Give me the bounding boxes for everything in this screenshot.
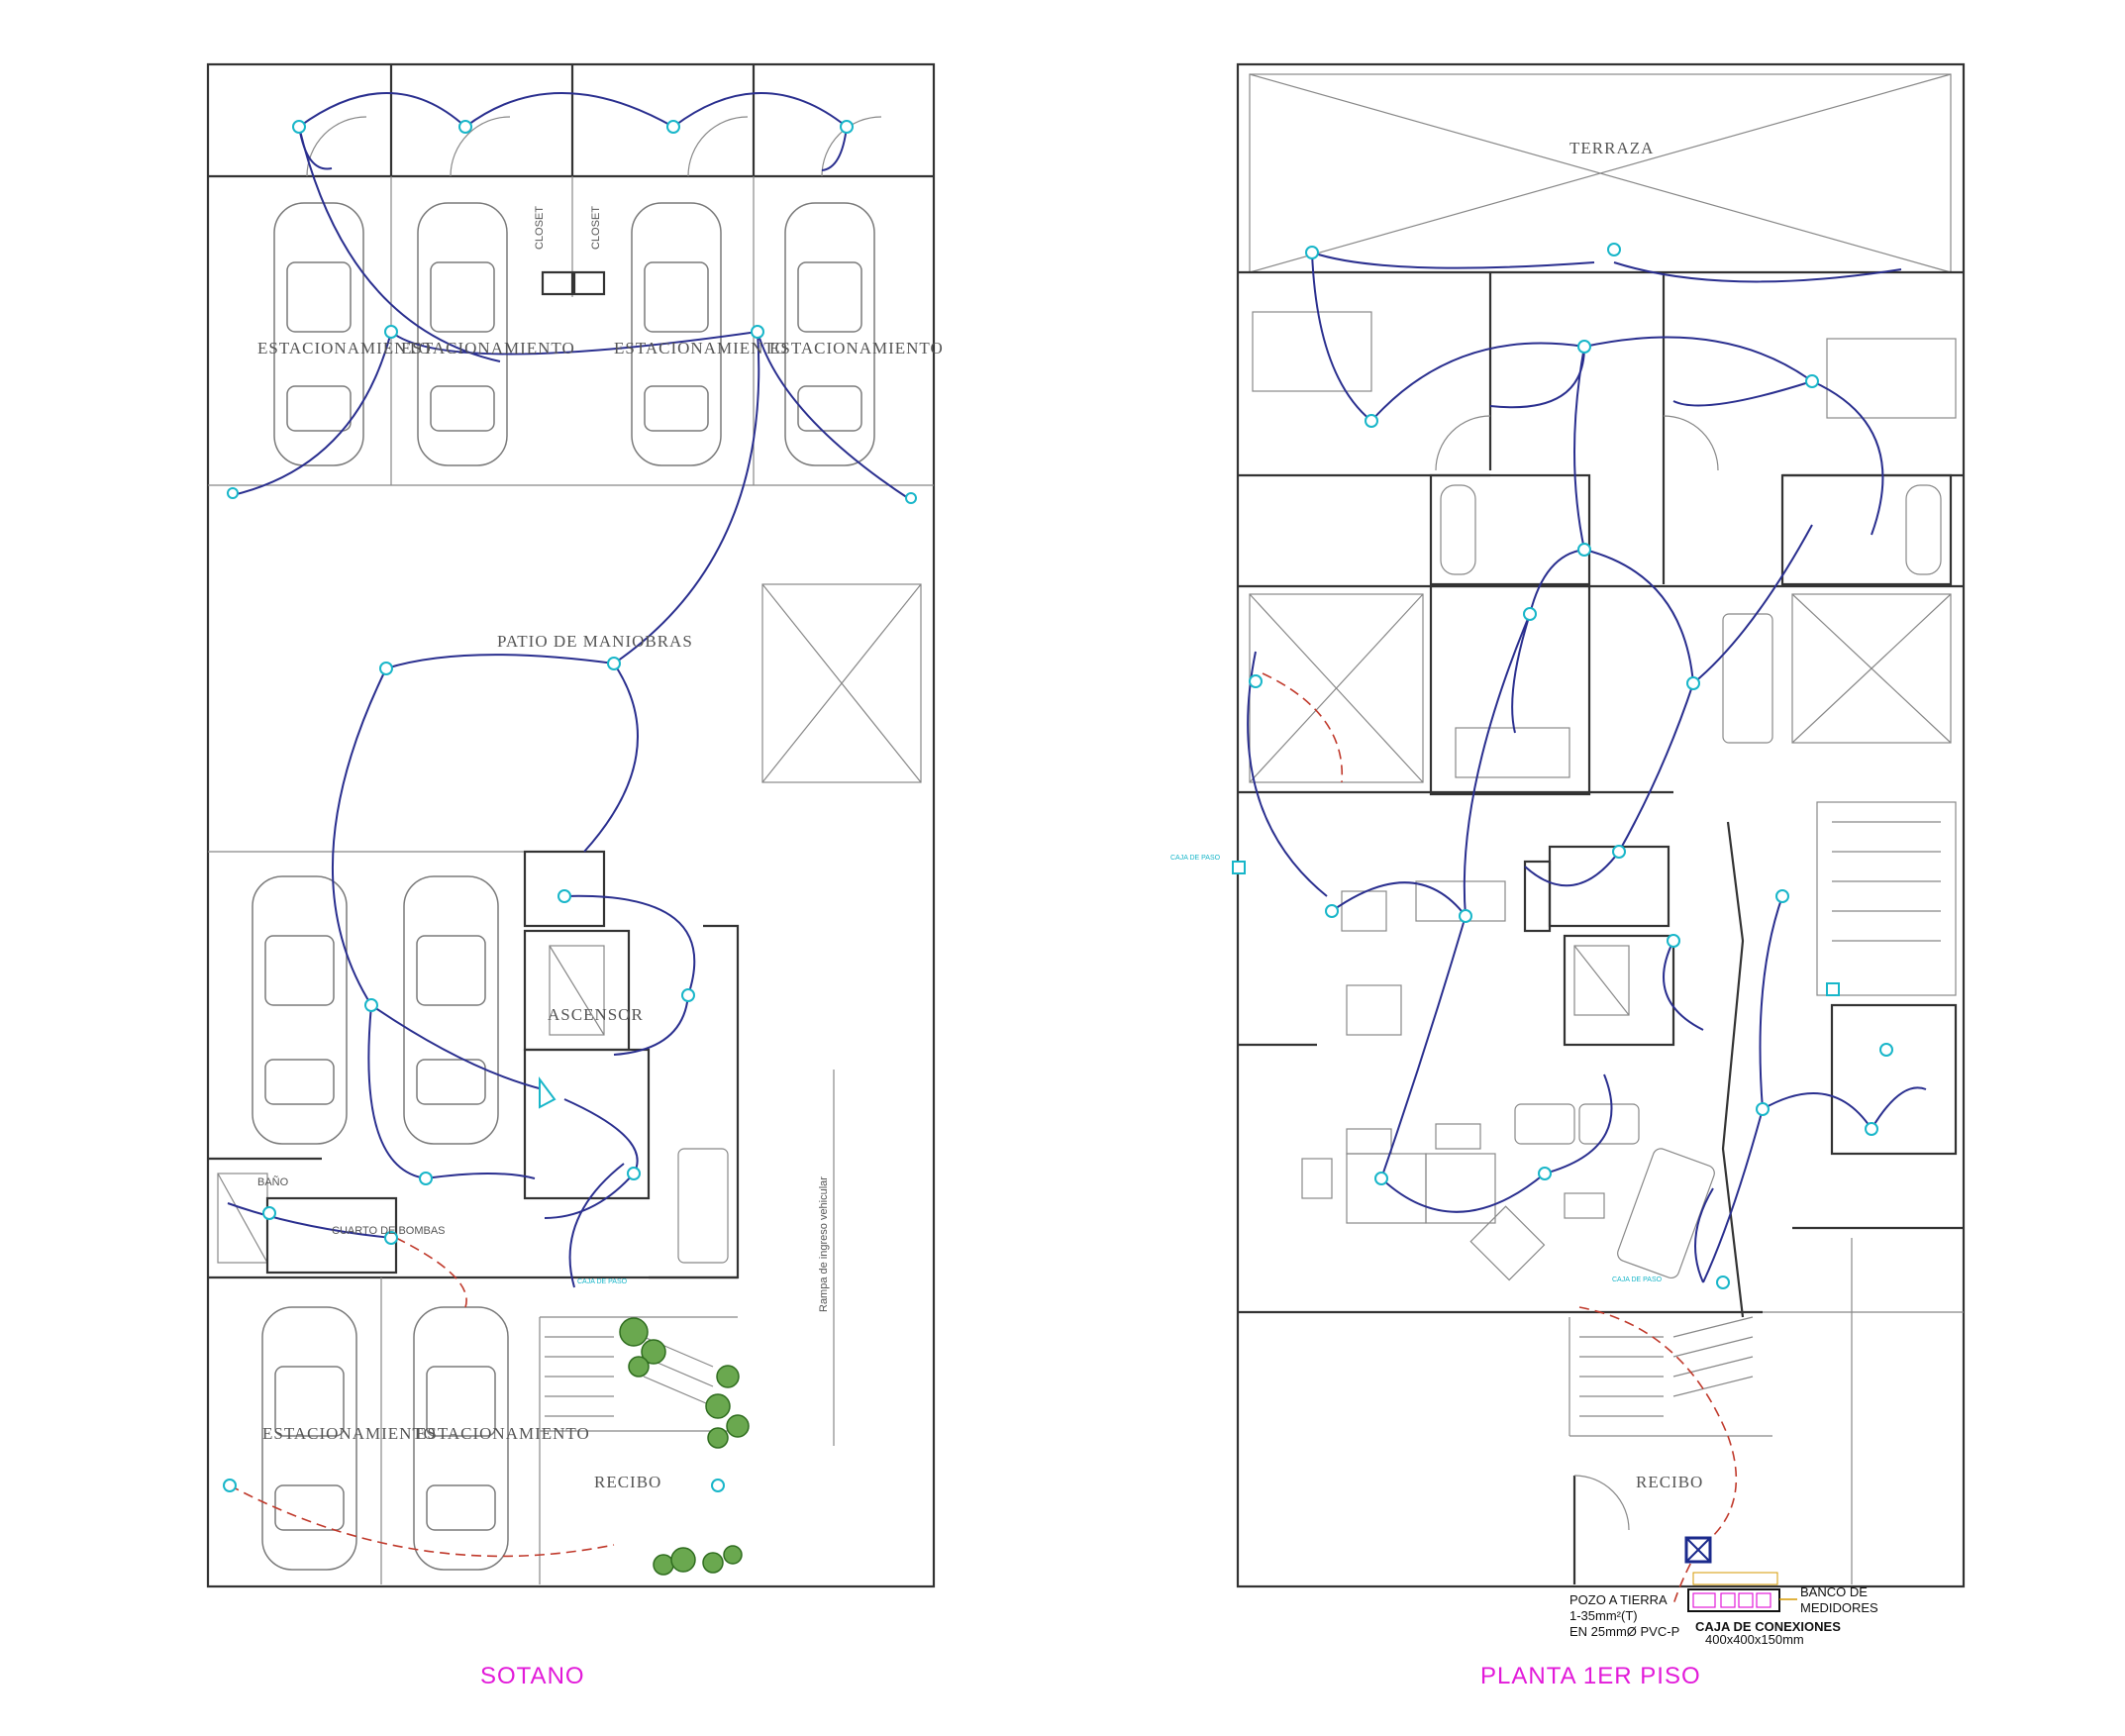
car-icon	[273, 202, 364, 466]
parking-label-1: ESTACIONAMIENTO	[257, 339, 432, 357]
car-icon	[417, 202, 508, 466]
parking-label-5: ESTACIONAMIENTO	[262, 1424, 437, 1443]
planta-outline	[1236, 62, 1966, 1588]
closet-label-1: CLOSET	[534, 206, 546, 250]
meter-box-icon	[1684, 1536, 1712, 1564]
patio-label: PATIO DE MANIOBRAS	[497, 632, 693, 651]
terraza-label: TERRAZA	[1569, 139, 1654, 157]
meter-bank	[1687, 1588, 1780, 1612]
parking-label-3: ESTACIONAMIENTO	[614, 339, 788, 357]
car-icon	[261, 1306, 357, 1571]
banco-line-2: MEDIDORES	[1800, 1600, 1878, 1615]
stair-treads	[545, 1336, 714, 1417]
title-planta: PLANTA 1ER PISO	[1480, 1663, 1701, 1689]
car-icon	[403, 875, 499, 1145]
closet-label-2: CLOSET	[590, 206, 602, 250]
car-icon	[413, 1306, 509, 1571]
parking-label-2: ESTACIONAMIENTO	[401, 339, 575, 357]
caja-piso-label-planta: CAJA DE PASO	[1612, 1276, 1663, 1283]
recibo-label-planta: RECIBO	[1636, 1473, 1703, 1491]
sotano-wiring	[227, 92, 912, 1558]
rampa-label: Rampa de ingreso vehicular	[818, 1176, 830, 1312]
front-stair-treads	[1579, 1316, 1754, 1417]
car-icon	[252, 875, 348, 1145]
car-icon	[631, 202, 722, 466]
planta-wiring	[1247, 252, 1927, 1605]
parking-label-6: ESTACIONAMIENTO	[416, 1424, 590, 1443]
title-sotano: SOTANO	[480, 1663, 585, 1689]
switch-icon	[539, 1076, 557, 1109]
tree-icon	[619, 1317, 750, 1576]
caja-piso-label-sotano: CAJA DE PASO	[577, 1278, 628, 1285]
light-fixture-icon	[1249, 243, 1893, 1289]
recibo-label-sotano: RECIBO	[594, 1473, 661, 1491]
ascensor-label: ASCENSOR	[548, 1005, 644, 1024]
pozo-line-2: 1-35mm²(T)	[1569, 1608, 1638, 1623]
caja-conexiones-line-2: 400x400x150mm	[1705, 1632, 1804, 1647]
sotano-plan: ESTACIONAMIENTO ESTACIONAMIENTO ESTACION…	[206, 62, 944, 1588]
pozo-line-1: POZO A TIERRA	[1569, 1592, 1668, 1607]
sotano-outline	[206, 62, 936, 1588]
cuarto-bombas-label: CUARTO DE BOMBAS	[332, 1225, 446, 1237]
caja-conexiones-line-1: CAJA DE CONEXIONES	[1695, 1619, 1841, 1634]
parking-label-4: ESTACIONAMIENTO	[769, 339, 944, 357]
car-icon	[784, 202, 875, 466]
switch-icon	[1232, 861, 1246, 874]
light-fixture-icon	[223, 120, 917, 1492]
bano-label: BAÑO	[257, 1175, 289, 1188]
pozo-line-3: EN 25mmØ PVC-P	[1569, 1624, 1679, 1639]
banco-line-1: BANCO DE	[1800, 1584, 1868, 1599]
planta-plan: TERRAZA RECIBO CAJA DE PASO CAJA DE PASO…	[1170, 62, 1966, 1647]
switch-icon	[1826, 982, 1840, 996]
caja-piso-label-planta-left: CAJA DE PASO	[1170, 855, 1221, 862]
